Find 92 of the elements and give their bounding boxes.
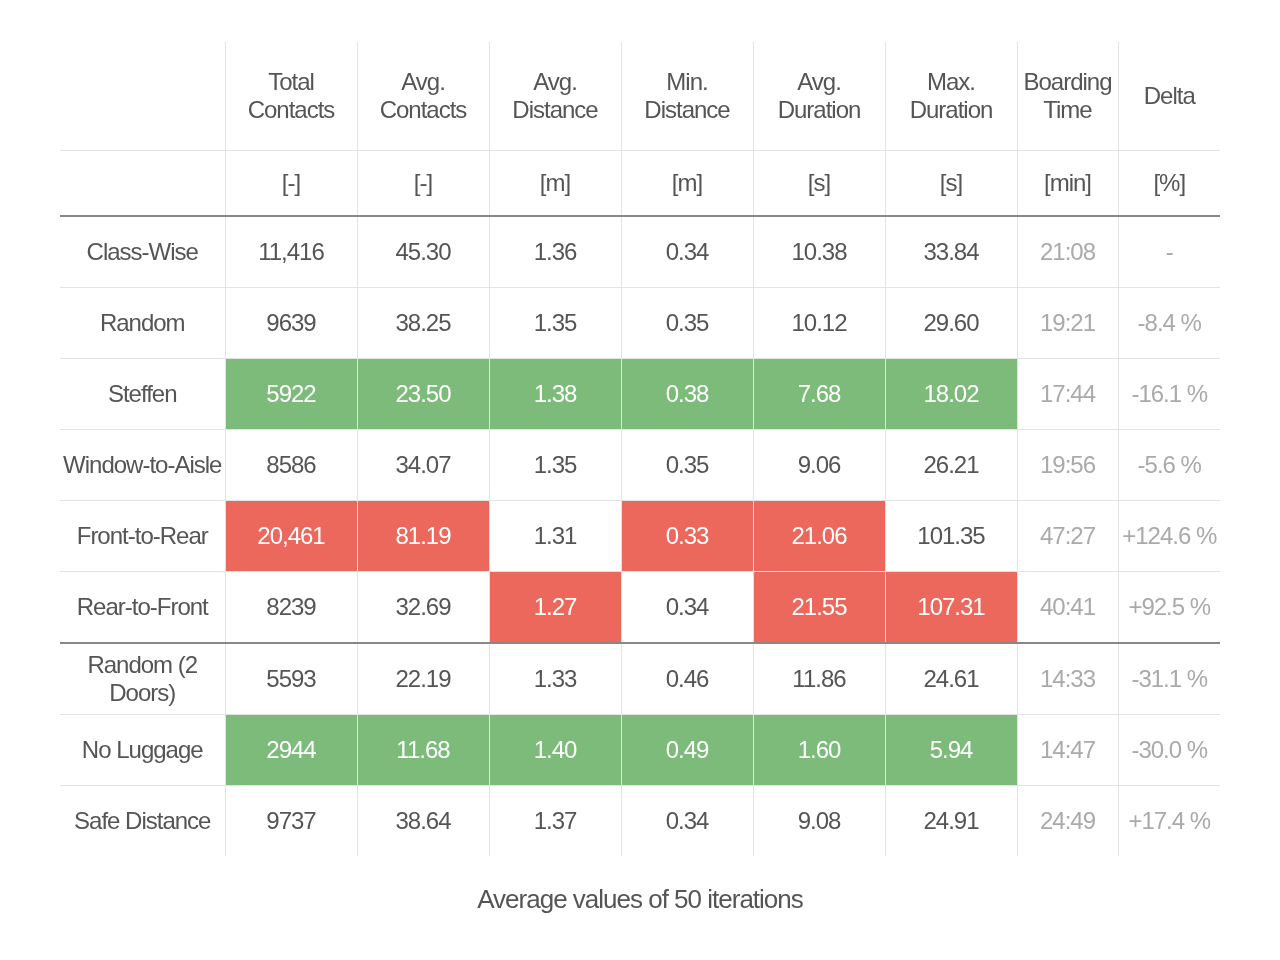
data-value: 22.19	[357, 643, 489, 715]
data-value: 33.84	[885, 216, 1017, 288]
column-header: Avg. Contacts	[357, 42, 489, 151]
data-value: 21:08	[1017, 216, 1118, 288]
highlighted-value: 107.31	[885, 571, 1017, 643]
data-value: 11,416	[225, 216, 357, 288]
data-value: 34.07	[357, 429, 489, 501]
data-value: 1.35	[489, 287, 621, 359]
data-value: -30.0 %	[1118, 714, 1220, 786]
data-value: 101.35	[885, 500, 1017, 572]
highlighted-value: 0.33	[621, 500, 753, 572]
column-header: Delta	[1118, 42, 1220, 151]
unit-label: [m]	[621, 150, 753, 216]
column-header: Min. Distance	[621, 42, 753, 151]
unit-label: [-]	[357, 150, 489, 216]
unit-label: [%]	[1118, 150, 1220, 216]
row-header: Safe Distance	[60, 785, 225, 856]
highlighted-value: 21.55	[753, 571, 885, 643]
data-value: 24.61	[885, 643, 1017, 715]
highlighted-value: 5.94	[885, 714, 1017, 786]
data-value: 24:49	[1017, 785, 1118, 856]
data-value: 9.06	[753, 429, 885, 501]
highlighted-value: 1.40	[489, 714, 621, 786]
data-value: 0.34	[621, 216, 753, 288]
row-header: Window-to-Aisle	[60, 429, 225, 501]
data-value: +124.6 %	[1118, 500, 1220, 572]
data-value: 47:27	[1017, 500, 1118, 572]
data-value: 1.35	[489, 429, 621, 501]
row-header: Random	[60, 287, 225, 359]
unit-label: [-]	[225, 150, 357, 216]
data-value: 9737	[225, 785, 357, 856]
data-value: 29.60	[885, 287, 1017, 359]
data-value: 38.64	[357, 785, 489, 856]
data-value: -16.1 %	[1118, 358, 1220, 430]
data-value: 14:47	[1017, 714, 1118, 786]
highlighted-value: 1.27	[489, 571, 621, 643]
unit-label: [s]	[753, 150, 885, 216]
highlighted-value: 7.68	[753, 358, 885, 430]
row-header: Random (2 Doors)	[60, 643, 225, 715]
data-value: 1.33	[489, 643, 621, 715]
data-value: -5.6 %	[1118, 429, 1220, 501]
table-caption: Average values of 50 iterations	[477, 884, 803, 914]
data-value: +17.4 %	[1118, 785, 1220, 856]
data-value: -	[1118, 216, 1220, 288]
highlighted-value: 1.60	[753, 714, 885, 786]
data-value: 24.91	[885, 785, 1017, 856]
data-value: 8586	[225, 429, 357, 501]
data-value: -8.4 %	[1118, 287, 1220, 359]
data-value: 19:56	[1017, 429, 1118, 501]
column-header: Total Contacts	[225, 42, 357, 151]
highlighted-value: 81.19	[357, 500, 489, 572]
data-value: 40:41	[1017, 571, 1118, 643]
unit-label: [min]	[1017, 150, 1118, 216]
highlighted-value: 0.49	[621, 714, 753, 786]
data-value: 14:33	[1017, 643, 1118, 715]
data-value: 9639	[225, 287, 357, 359]
data-value: 1.36	[489, 216, 621, 288]
unit-label: [s]	[885, 150, 1017, 216]
data-value: 11.86	[753, 643, 885, 715]
data-value: 19:21	[1017, 287, 1118, 359]
highlighted-value: 0.38	[621, 358, 753, 430]
highlighted-value: 5922	[225, 358, 357, 430]
highlighted-value: 23.50	[357, 358, 489, 430]
highlighted-value: 18.02	[885, 358, 1017, 430]
data-value: 26.21	[885, 429, 1017, 501]
row-header: Class-Wise	[60, 216, 225, 288]
highlighted-value: 2944	[225, 714, 357, 786]
data-value: 38.25	[357, 287, 489, 359]
data-value: 10.12	[753, 287, 885, 359]
data-value: +92.5 %	[1118, 571, 1220, 643]
column-header: Boarding Time	[1017, 42, 1118, 151]
data-value: 17:44	[1017, 358, 1118, 430]
data-value: 9.08	[753, 785, 885, 856]
data-value: 45.30	[357, 216, 489, 288]
data-value: -31.1 %	[1118, 643, 1220, 715]
row-header: Rear-to-Front	[60, 571, 225, 643]
data-value: 0.46	[621, 643, 753, 715]
data-value: 0.34	[621, 785, 753, 856]
data-value: 5593	[225, 643, 357, 715]
data-value: 10.38	[753, 216, 885, 288]
highlighted-value: 21.06	[753, 500, 885, 572]
highlighted-value: 11.68	[357, 714, 489, 786]
highlighted-value: 20,461	[225, 500, 357, 572]
data-value: 0.35	[621, 287, 753, 359]
data-value: 0.35	[621, 429, 753, 501]
unit-label: [m]	[489, 150, 621, 216]
data-value: 8239	[225, 571, 357, 643]
column-header: Max. Duration	[885, 42, 1017, 151]
highlighted-value: 1.38	[489, 358, 621, 430]
data-value: 1.37	[489, 785, 621, 856]
column-header: Avg. Distance	[489, 42, 621, 151]
column-header: Avg. Duration	[753, 42, 885, 151]
